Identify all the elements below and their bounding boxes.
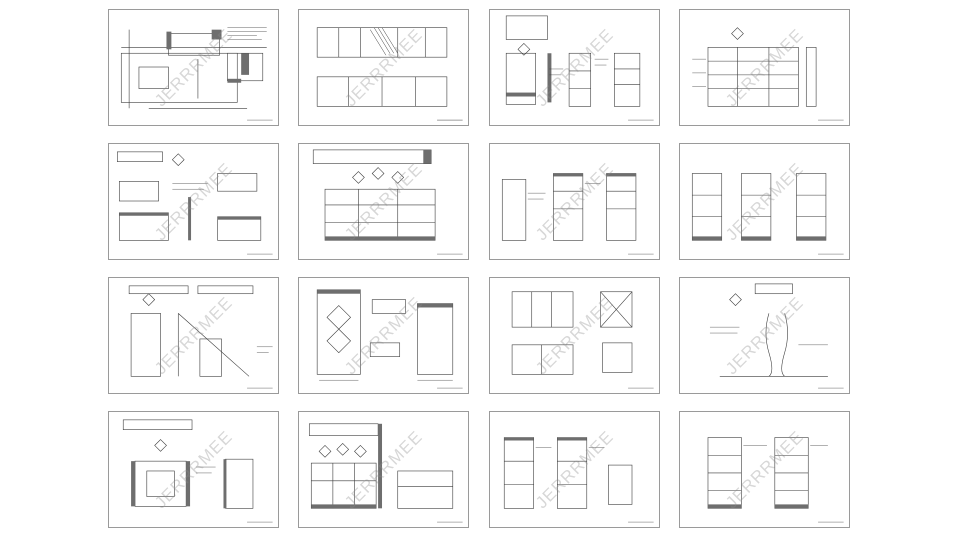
cabinet-sections-drawing [505,15,654,121]
drawing-sheet-frame-elevation[interactable]: JERRRMEE [108,411,279,528]
drawing-sheet-column-detail[interactable]: JERRRMEE [679,277,850,394]
shelving-sections-drawing [692,27,844,121]
shelving-sections-drawing [691,173,844,255]
drawing-sheet-elevation-diamonds[interactable]: JERRRMEE [298,411,469,528]
elevation-diamonds-drawing [308,423,463,523]
drawing-sheet-elevation-wide[interactable]: JERRRMEE [298,9,469,126]
drawing-sheet-shelving-sections[interactable]: JERRRMEE [679,9,850,126]
drawing-sheet-cabinet-sections[interactable]: JERRRMEE [489,411,660,528]
cabinet-sections-drawing [503,437,654,523]
shelving-sections-drawing [707,437,844,523]
drawing-sheet-plan-diamonds[interactable]: JERRRMEE [298,277,469,394]
drawing-sheet-cabinet-sections[interactable]: JERRRMEE [489,143,660,260]
cabinet-sections-drawing [501,173,654,255]
stair-elevation-drawing [128,285,273,389]
drawing-sheet-stair-elevation[interactable]: JERRRMEE [108,277,279,394]
drawing-sheet-shelving-sections[interactable]: JERRRMEE [679,143,850,260]
elevation-diamonds-drawing [312,149,463,255]
drawing-sheet-floor-plan[interactable]: JERRRMEE [108,9,279,126]
detail-sheet-drawing [117,151,273,255]
floor-plan-drawing [120,27,273,121]
drawing-sheet-door-elevations[interactable]: JERRRMEE [489,277,660,394]
column-detail-drawing [709,283,844,389]
elevation-wide-drawing [316,27,463,121]
plan-diamonds-drawing [316,289,463,389]
frame-elevation-drawing [122,419,273,523]
door-elevations-drawing [511,291,654,389]
drawing-sheet-detail[interactable]: JERRRMEE [108,143,279,260]
drawing-sheet-elevation-diamonds[interactable]: JERRRMEE [298,143,469,260]
drawing-sheet-shelving-sections[interactable]: JERRRMEE [679,411,850,528]
drawing-sheet-cabinet-sections[interactable]: JERRRMEE [489,9,660,126]
